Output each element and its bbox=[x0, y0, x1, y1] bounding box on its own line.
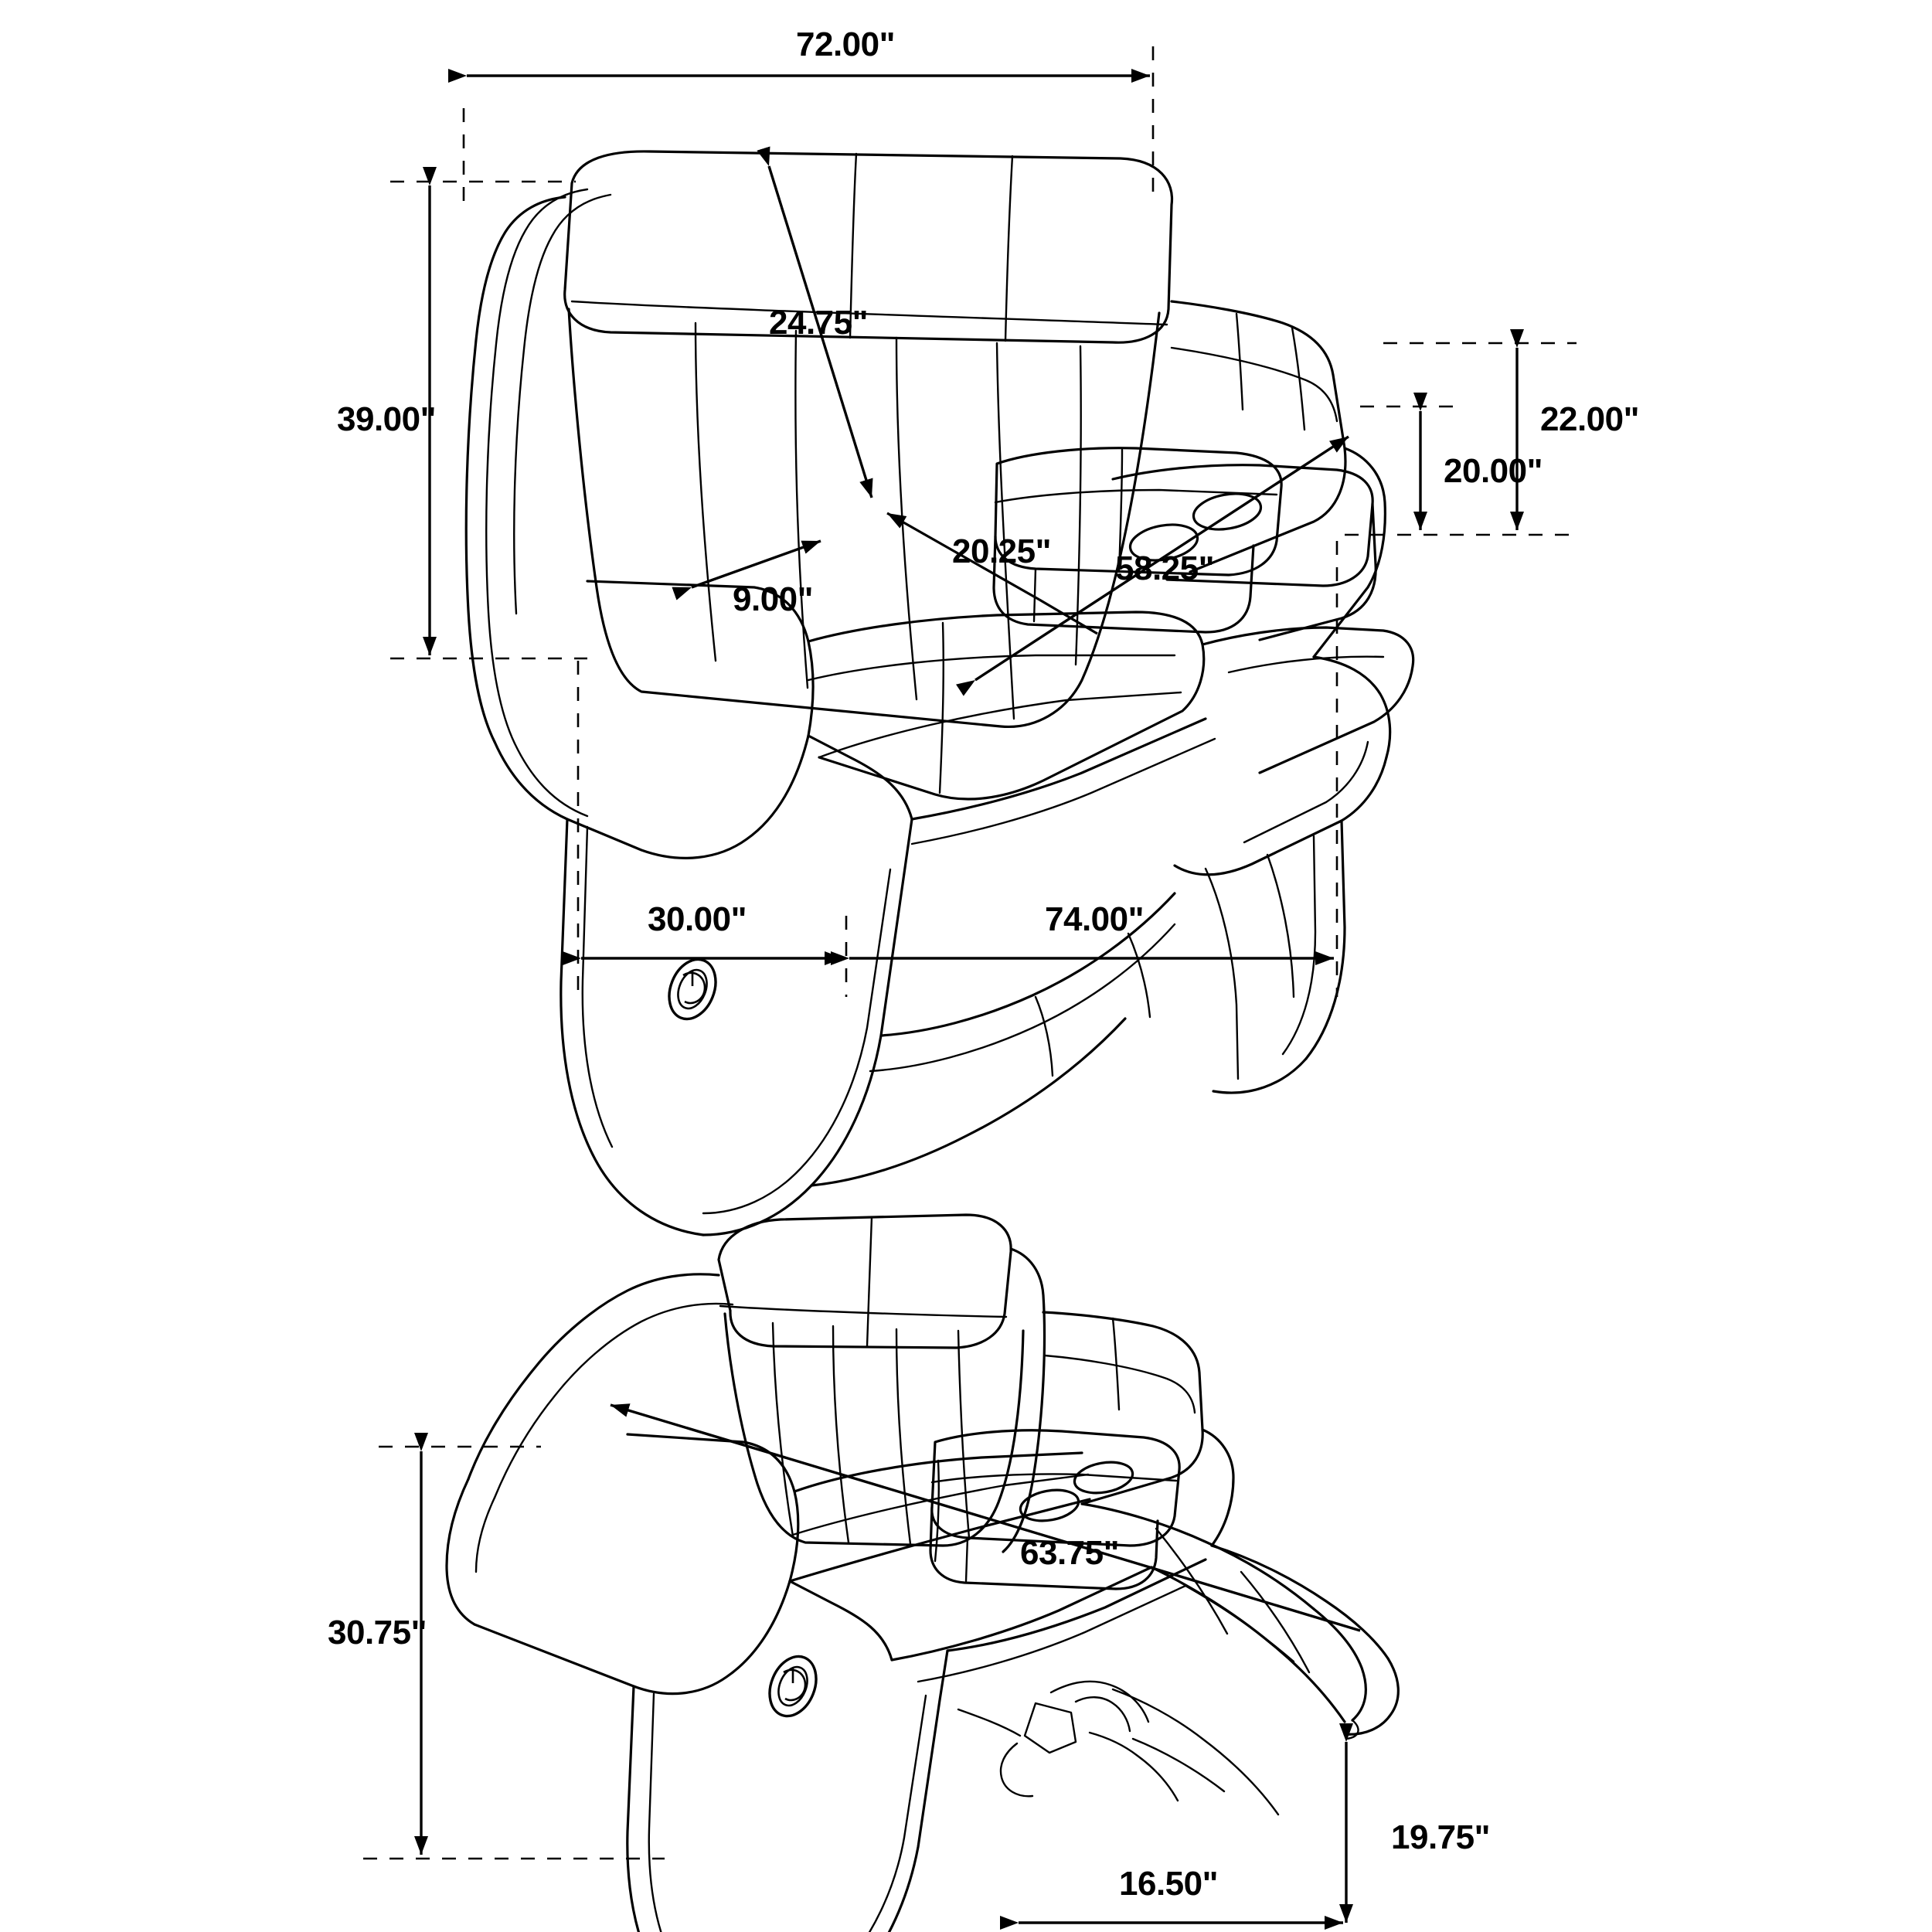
dim-label-20-25: 20.25" bbox=[952, 532, 1051, 570]
reclined-sofa-illustration bbox=[445, 1213, 1400, 1932]
dim-label-20: 20.00" bbox=[1444, 452, 1543, 490]
reclined-center-console bbox=[929, 1429, 1181, 1590]
dim-label-22: 22.00" bbox=[1540, 400, 1639, 438]
recliner-mechanism bbox=[957, 1680, 1280, 1816]
seat-cushions bbox=[807, 611, 1216, 845]
dim-line-63-75 bbox=[610, 1403, 1361, 1632]
reclined-right-footrest bbox=[1080, 1502, 1400, 1740]
dim-label-30-75: 30.75" bbox=[328, 1614, 427, 1651]
reclined-cup-holders bbox=[1019, 1461, 1134, 1522]
dim-line-58-25 bbox=[955, 435, 1349, 696]
upright-dimensions: 72.00" 39.00" 24.75" 22.00" 20.00" 20.25… bbox=[337, 26, 1639, 997]
reclined-left-arm bbox=[445, 1273, 949, 1932]
dim-label-30: 30.00" bbox=[648, 900, 747, 938]
dim-label-58-25: 58.25" bbox=[1115, 549, 1214, 587]
dim-label-24-75: 24.75" bbox=[769, 304, 868, 342]
back-cushions bbox=[563, 150, 1174, 729]
right-seat-back bbox=[1170, 300, 1386, 658]
right-seat-and-arm bbox=[1173, 626, 1415, 1094]
dim-label-39: 39.00" bbox=[337, 400, 436, 438]
dim-label-9: 9.00" bbox=[733, 580, 813, 618]
power-recline-button-icon[interactable] bbox=[661, 952, 724, 1026]
dim-label-63-75: 63.75" bbox=[1020, 1534, 1119, 1572]
dim-label-19-75: 19.75" bbox=[1391, 1818, 1490, 1856]
reclined-right-back bbox=[1042, 1311, 1235, 1547]
reclined-left-footrest bbox=[788, 1451, 1207, 1683]
reclined-back-cushions bbox=[717, 1213, 1046, 1553]
power-recline-button-icon[interactable] bbox=[761, 1649, 825, 1723]
dim-label-74: 74.00" bbox=[1045, 900, 1144, 938]
dim-line-9 bbox=[672, 539, 821, 600]
dim-line-24-75 bbox=[757, 146, 873, 498]
upright-sofa-illustration bbox=[464, 150, 1415, 1236]
dim-label-72: 72.00" bbox=[796, 26, 895, 63]
dim-label-16-50: 16.50" bbox=[1119, 1865, 1218, 1903]
reclined-dimensions: 30.75" 63.75" 19.75" 16.50" bbox=[328, 1403, 1490, 1930]
